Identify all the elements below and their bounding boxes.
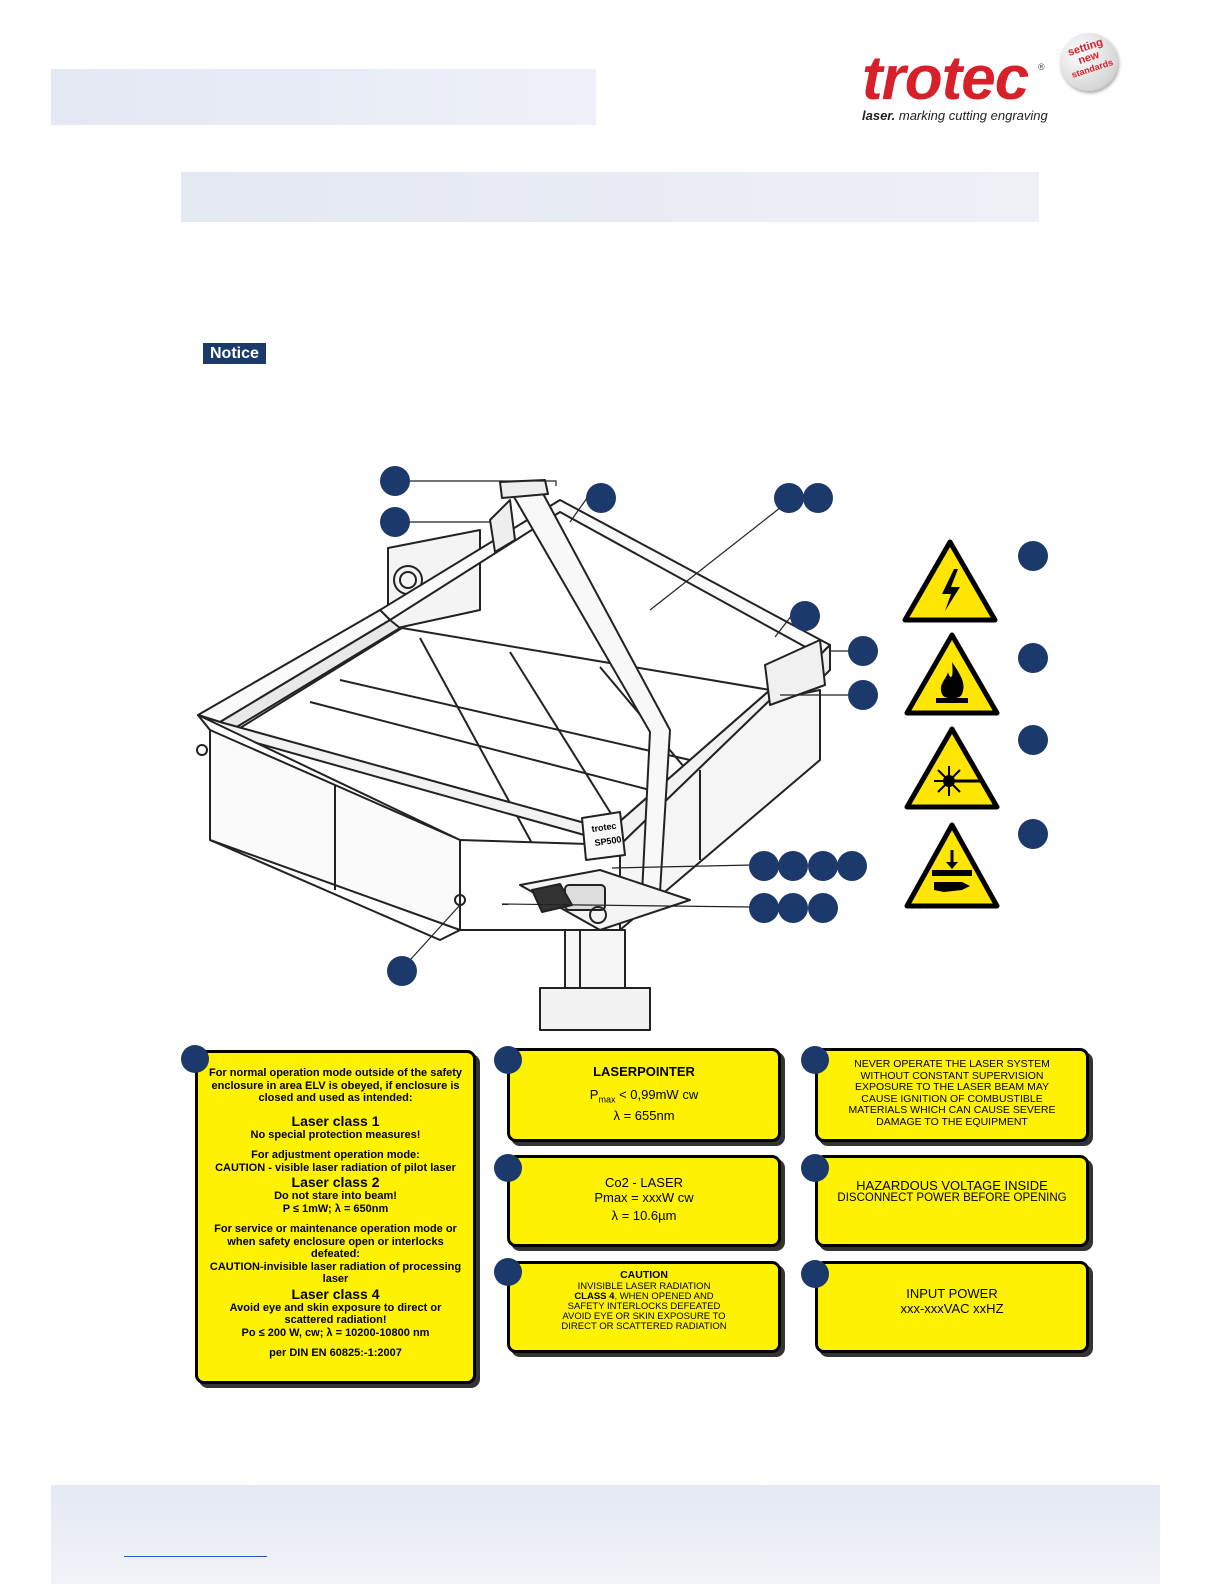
callout-dot bbox=[380, 466, 410, 496]
label-text: P bbox=[589, 1087, 599, 1102]
label-text: AVOID EYE OR SKIN EXPOSURE TO bbox=[562, 1310, 726, 1322]
header-bar bbox=[51, 69, 596, 125]
trotec-logo: trotec bbox=[862, 44, 1029, 113]
label-text: NEVER OPERATE THE LASER SYSTEM bbox=[854, 1058, 1050, 1070]
callout-dot bbox=[586, 483, 616, 513]
label-title: Co2 - LASER bbox=[604, 1175, 684, 1190]
logo-tagline-rest: marking cutting engraving bbox=[895, 108, 1048, 123]
laserpointer-label: LASERPOINTER Pmax < 0,99mW cw λ = 655nm bbox=[507, 1048, 781, 1142]
label-text: < 0,99mW cw bbox=[615, 1087, 699, 1102]
label-text: Pmax = xxxW cw bbox=[594, 1190, 694, 1205]
label-text: per DIN EN 60825:-1:2007 bbox=[269, 1347, 402, 1359]
callout-dot bbox=[808, 851, 838, 881]
label-text: CAUTION - visible laser radiation of pil… bbox=[215, 1161, 456, 1174]
co2-laser-label: Co2 - LASER Pmax = xxxW cw λ = 10.6µm bbox=[507, 1155, 781, 1247]
callout-dot bbox=[1018, 725, 1048, 755]
callout-dot bbox=[778, 893, 808, 923]
label-text: CAUTION-invisible laser radiation of pro… bbox=[209, 1260, 462, 1286]
label-text: DIRECT OR SCATTERED RADIATION bbox=[561, 1320, 727, 1332]
callout-dot bbox=[1018, 541, 1048, 571]
label-text: CLASS 4 bbox=[574, 1290, 615, 1302]
callout-dot bbox=[1018, 819, 1048, 849]
logo-registered-mark: ® bbox=[1038, 62, 1045, 72]
label-title: LASERPOINTER bbox=[593, 1064, 695, 1079]
caution-label: CAUTION INVISIBLE LASER RADIATION CLASS … bbox=[507, 1261, 781, 1353]
label-text: λ = 10.6µm bbox=[611, 1208, 677, 1223]
hazardous-voltage-label: HAZARDOUS VOLTAGE INSIDE DISCONNECT POWE… bbox=[815, 1155, 1089, 1247]
callout-dot bbox=[181, 1045, 209, 1073]
logo-tagline: laser. marking cutting engraving bbox=[862, 108, 1048, 123]
callout-dot bbox=[790, 601, 820, 631]
label-text: DISCONNECT POWER BEFORE OPENING bbox=[837, 1192, 1067, 1204]
callout-dot bbox=[494, 1046, 522, 1074]
label-text: HAZARDOUS VOLTAGE INSIDE bbox=[856, 1178, 1048, 1193]
label-text: CAUSE IGNITION OF COMBUSTIBLE bbox=[861, 1092, 1043, 1105]
label-text: INVISIBLE LASER RADIATION bbox=[577, 1280, 711, 1292]
laser-machine-drawing: trotec SP500 bbox=[196, 479, 850, 1031]
callout-dot bbox=[848, 680, 878, 710]
callout-dot bbox=[380, 507, 410, 537]
callout-dot bbox=[837, 851, 867, 881]
machine-plate-model: SP500 bbox=[594, 834, 622, 848]
label-text: λ = 655nm bbox=[613, 1107, 675, 1123]
label-class-heading: Laser class 4 bbox=[291, 1285, 380, 1302]
label-text: Do not stare into beam! bbox=[274, 1190, 397, 1202]
footer-bar bbox=[51, 1485, 1160, 1584]
label-text: For adjustment operation mode: bbox=[251, 1149, 420, 1161]
label-text: EXPOSURE TO THE LASER BEAM MAY bbox=[854, 1081, 1050, 1093]
fire-hazard-icon bbox=[904, 632, 1000, 716]
callout-dot bbox=[808, 893, 838, 923]
callout-dot bbox=[801, 1154, 829, 1182]
label-text: WITHOUT CONSTANT SUPERVISION bbox=[860, 1069, 1044, 1082]
callout-dot bbox=[494, 1154, 522, 1182]
callout-dot bbox=[803, 483, 833, 513]
label-text: CLASS 4, WHEN OPENED AND bbox=[510, 1290, 778, 1302]
label-text: max bbox=[598, 1094, 616, 1105]
label-text: , WHEN OPENED AND bbox=[614, 1290, 714, 1302]
input-power-label: INPUT POWER xxx-xxxVAC xxHZ bbox=[815, 1261, 1089, 1353]
callout-dot bbox=[387, 956, 417, 986]
hand-crush-icon bbox=[904, 822, 1000, 909]
callout-dot bbox=[801, 1260, 829, 1288]
section-title-bar bbox=[181, 172, 1039, 222]
callout-dot bbox=[1018, 643, 1048, 673]
label-text: MATERIALS WHICH CAN CAUSE SEVERE bbox=[848, 1104, 1056, 1116]
label-text: No special protection measures! bbox=[250, 1128, 421, 1141]
label-text: Avoid eye and skin exposure to direct or… bbox=[229, 1301, 442, 1327]
label-text: For normal operation mode outside of the… bbox=[208, 1067, 463, 1104]
callout-dot bbox=[801, 1046, 829, 1074]
label-class-heading: Laser class 2 bbox=[291, 1174, 380, 1190]
label-text: Pmax < 0,99mW cw bbox=[510, 1087, 778, 1108]
label-title: CAUTION bbox=[620, 1269, 668, 1281]
label-text: For service or maintenance operation mod… bbox=[214, 1223, 457, 1260]
callout-dot bbox=[774, 483, 804, 513]
label-text: INPUT POWER bbox=[906, 1286, 998, 1301]
setting-new-standards-badge: setting new standards bbox=[1060, 33, 1118, 91]
footer-link[interactable] bbox=[124, 1556, 267, 1557]
label-class-heading: Laser class 1 bbox=[291, 1112, 380, 1129]
laser-class-label: For normal operation mode outside of the… bbox=[195, 1050, 476, 1384]
label-text: SAFETY INTERLOCKS DEFEATED bbox=[567, 1300, 721, 1312]
callout-dot bbox=[749, 893, 779, 923]
logo-tagline-bold: laser. bbox=[862, 108, 896, 123]
never-operate-label: NEVER OPERATE THE LASER SYSTEM WITHOUT C… bbox=[815, 1048, 1089, 1142]
electric-hazard-icon bbox=[902, 539, 998, 623]
label-text: DAMAGE TO THE EQUIPMENT bbox=[876, 1115, 1028, 1128]
notice-badge: Notice bbox=[203, 343, 266, 364]
machine-plate-brand: trotec bbox=[591, 821, 617, 834]
callout-dot bbox=[494, 1258, 522, 1286]
label-text: Po ≤ 200 W, cw; λ = 10200-10800 nm bbox=[241, 1326, 430, 1339]
laser-radiation-icon bbox=[904, 726, 1000, 810]
label-text: xxx-xxxVAC xxHZ bbox=[900, 1301, 1004, 1316]
callout-dot bbox=[848, 636, 878, 666]
label-text: P ≤ 1mW; λ = 650nm bbox=[282, 1202, 389, 1215]
callout-dot bbox=[778, 851, 808, 881]
callout-dot bbox=[749, 851, 779, 881]
